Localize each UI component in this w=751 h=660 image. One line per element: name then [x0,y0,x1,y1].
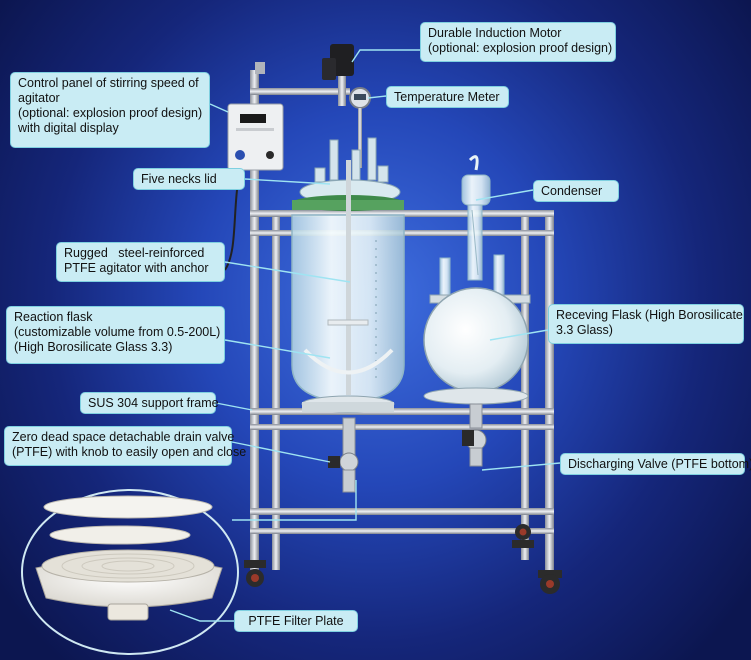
agitator-label-line2: PTFE agitator with anchor [64,261,209,275]
receiving-flask-label-line1: Receving Flask (High Borosilicate [556,308,743,322]
motor-label-line2: (optional: explosion proof design) [428,41,613,55]
support-frame-label: SUS 304 support frame [80,392,219,414]
control-panel-label-line4: with digital display [18,121,119,135]
condenser [429,155,531,304]
reaction-flask-label-line2: (customizable volume from 0.5-200L) [14,325,221,339]
agitator-label: Rugged steel-reinforced PTFE agitator wi… [56,242,225,282]
reaction-flask-label: Reaction flask (customizable volume from… [6,306,225,364]
temperature-meter-label: Temperature Meter [386,86,509,108]
five-necks-lid-label: Five necks lid [133,168,245,190]
filter-plate-inset [21,489,239,655]
drain-valve [328,417,359,493]
drain-valve-label: Zero dead space detachable drain valve (… [4,426,247,466]
control-panel-label-line3: (optional: explosion proof design) [18,106,203,120]
control-panel-label: Control panel of stirring speed of agita… [10,72,210,148]
drain-valve-label-line2: (PTFE) with knob to easily open and clos… [12,445,247,459]
motor-label: Durable Induction Motor (optional: explo… [420,22,616,62]
drain-valve-label-line1: Zero dead space detachable drain valve [12,430,235,444]
condenser-label: Condenser [533,180,619,202]
receiving-flask [423,287,529,467]
induction-motor [322,44,354,106]
leader-lines [169,49,561,622]
reaction-vessel [291,160,405,413]
agitator-label-line1: Rugged steel-reinforced [64,246,205,260]
control-panel-label-line2: agitator [18,91,60,105]
receiving-flask-label-line2: 3.3 Glass) [556,323,613,337]
reaction-flask-label-line1: Reaction flask [14,310,93,324]
motor-label-line1: Durable Induction Motor [428,26,562,40]
receiving-flask-label: Receving Flask (High Borosilicate 3.3 Gl… [548,304,744,344]
control-panel-label-line1: Control panel of stirring speed of [18,76,199,90]
reaction-flask-label-line3: (High Borosilicate Glass 3.3) [14,340,173,354]
filter-plate-label: PTFE Filter Plate [234,610,358,632]
discharging-valve-label: Discharging Valve (PTFE bottom) [560,453,751,475]
